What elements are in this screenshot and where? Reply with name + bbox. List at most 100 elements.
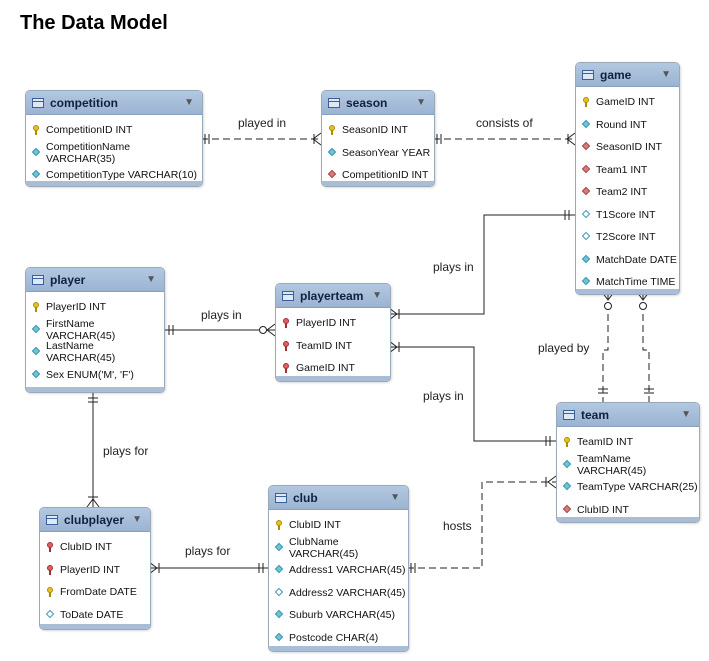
collapse-arrow-icon[interactable]: ▼ — [681, 409, 691, 420]
entity-header[interactable]: team ▼ — [557, 403, 699, 427]
entity-name: club — [293, 490, 318, 505]
column-row: T1Score INT — [576, 204, 679, 227]
column-icon — [582, 255, 591, 265]
column-row: ToDate DATE — [40, 604, 150, 627]
column-label: SeasonID INT — [342, 124, 408, 137]
entity-season[interactable]: season ▼ SeasonID INT SeasonYear YEAR Co… — [321, 90, 435, 187]
foreign-key-icon — [46, 564, 55, 575]
table-icon — [32, 274, 44, 285]
entity-team[interactable]: team ▼ TeamID INT TeamName VARCHAR(45) T… — [556, 402, 700, 523]
column-label: SeasonYear YEAR — [342, 146, 431, 159]
primary-key-icon — [275, 520, 284, 531]
entity-playerteam[interactable]: playerteam ▼ PlayerID INT TeamID INT Gam… — [275, 283, 391, 382]
column-label: CompetitionType VARCHAR(10) — [46, 169, 197, 182]
column-row: Team1 INT — [576, 159, 679, 182]
collapse-arrow-icon[interactable]: ▼ — [416, 97, 426, 108]
column-row: FirstName VARCHAR(45) — [26, 317, 164, 342]
column-label: FirstName VARCHAR(45) — [46, 317, 116, 342]
column-row: T2Score INT — [576, 226, 679, 249]
column-label: ClubID INT — [60, 541, 112, 554]
column-row: ClubID INT — [40, 536, 150, 559]
entity-name: clubplayer — [64, 512, 125, 527]
entity-header[interactable]: clubplayer ▼ — [40, 508, 150, 532]
column-icon — [275, 565, 284, 575]
column-icon — [275, 610, 284, 620]
foreign-key-icon — [282, 318, 291, 329]
entity-competition[interactable]: competition ▼ CompetitionID INT Competit… — [25, 90, 203, 187]
entity-clubplayer[interactable]: clubplayer ▼ ClubID INT PlayerID INT Fro… — [39, 507, 151, 630]
entity-header[interactable]: player ▼ — [26, 268, 164, 292]
column-row: Postcode CHAR(4) — [269, 627, 408, 650]
column-label: Address2 VARCHAR(45) — [289, 586, 406, 599]
foreign-key-column-icon — [582, 187, 591, 197]
column-label: PlayerID INT — [296, 317, 357, 330]
entity-name: playerteam — [300, 288, 364, 303]
column-row: TeamID INT — [276, 335, 390, 358]
entity-header[interactable]: playerteam ▼ — [276, 284, 390, 308]
table-icon — [582, 69, 594, 80]
entity-game[interactable]: game ▼ GameID INT Round INT SeasonID INT… — [575, 62, 680, 295]
collapse-arrow-icon[interactable]: ▼ — [390, 492, 400, 503]
column-row: GameID INT — [576, 91, 679, 114]
column-row: GameID INT — [276, 357, 390, 380]
column-row: TeamType VARCHAR(25) — [557, 476, 699, 499]
column-row: CompetitionID INT — [26, 119, 202, 142]
foreign-key-icon — [282, 363, 291, 374]
entity-header[interactable]: competition ▼ — [26, 91, 202, 115]
column-row: TeamName VARCHAR(45) — [557, 453, 699, 477]
primary-key-icon — [563, 437, 572, 448]
collapse-arrow-icon[interactable]: ▼ — [146, 274, 156, 285]
column-row: CompetitionID INT — [322, 164, 434, 186]
column-label: ClubID INT — [289, 519, 341, 532]
nullable-column-icon — [46, 610, 55, 620]
entity-player[interactable]: player ▼ PlayerID INT FirstName VARCHAR(… — [25, 267, 165, 393]
entity-header[interactable]: club ▼ — [269, 486, 408, 510]
column-row: Address2 VARCHAR(45) — [269, 582, 408, 605]
column-row: Sex ENUM('M', 'F') — [26, 364, 164, 387]
column-label: MatchDate DATE — [596, 253, 677, 266]
column-label: LastName VARCHAR(45) — [46, 340, 116, 365]
column-icon — [582, 277, 591, 287]
column-row: MatchTime TIME — [576, 271, 679, 294]
column-row: FromDate DATE — [40, 581, 150, 604]
rel-label-player-playerteam: plays in — [201, 308, 242, 322]
collapse-arrow-icon[interactable]: ▼ — [372, 290, 382, 301]
collapse-arrow-icon[interactable]: ▼ — [132, 514, 142, 525]
column-label: Round INT — [596, 118, 647, 131]
column-label: Team1 INT — [596, 163, 648, 176]
entity-name: competition — [50, 95, 118, 110]
entity-header[interactable]: game ▼ — [576, 63, 679, 87]
column-label: Suburb VARCHAR(45) — [289, 609, 396, 622]
column-label: Team2 INT — [596, 186, 648, 199]
primary-key-icon — [46, 587, 55, 598]
rel-label-playerteam-team: plays in — [423, 389, 464, 403]
collapse-arrow-icon[interactable]: ▼ — [661, 69, 671, 80]
table-icon — [46, 514, 58, 525]
entity-header[interactable]: season ▼ — [322, 91, 434, 115]
foreign-key-column-icon — [328, 170, 337, 180]
column-row: SeasonID INT — [576, 136, 679, 159]
primary-key-icon — [32, 302, 41, 313]
rel-label-playerteam-game: plays in — [433, 260, 474, 274]
primary-key-icon — [582, 97, 591, 108]
column-icon — [582, 120, 591, 130]
entity-club[interactable]: club ▼ ClubID INT ClubName VARCHAR(45) A… — [268, 485, 409, 652]
column-label: T2Score INT — [596, 231, 656, 244]
rel-label-player-clubplayer: plays for — [103, 444, 149, 458]
column-icon — [275, 543, 284, 553]
entity-name: game — [600, 67, 632, 82]
column-label: GameID INT — [596, 96, 655, 109]
column-icon — [32, 347, 41, 357]
column-row: ClubID INT — [269, 514, 408, 537]
column-row: Round INT — [576, 114, 679, 137]
column-row: Address1 VARCHAR(45) — [269, 559, 408, 582]
column-row: ClubID INT — [557, 499, 699, 522]
collapse-arrow-icon[interactable]: ▼ — [184, 97, 194, 108]
column-label: ClubID INT — [577, 503, 629, 516]
column-row: ClubName VARCHAR(45) — [269, 536, 408, 560]
column-label: MatchTime TIME — [596, 276, 676, 289]
foreign-key-column-icon — [563, 505, 572, 515]
column-label: SeasonID INT — [596, 141, 662, 154]
column-row: LastName VARCHAR(45) — [26, 340, 164, 365]
